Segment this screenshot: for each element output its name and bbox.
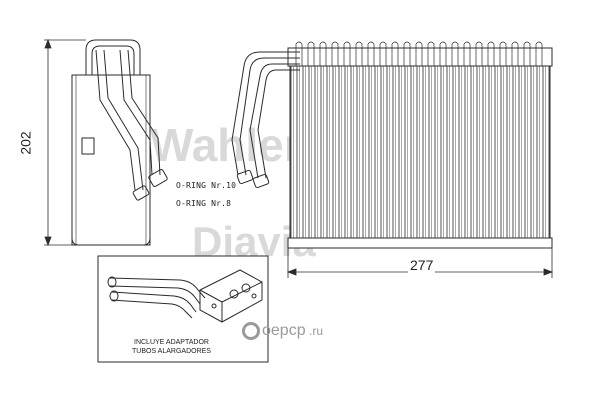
header-tube-loop: [331, 41, 339, 66]
header-tube-loop: [295, 41, 303, 66]
header-tube-loop: [319, 41, 327, 66]
header-tube-loop: [451, 41, 459, 66]
header-tube-loop: [439, 41, 447, 66]
header-tube-loop: [475, 41, 483, 66]
inset-note-line-2: TUBOS ALARGADORES: [132, 348, 211, 355]
top-tank: [287, 47, 553, 67]
oring-10-label: O-RING Nr.10: [176, 181, 237, 190]
header-tube-loop: [415, 41, 423, 66]
header-tube-loop: [499, 41, 507, 66]
header-tube-loop: [355, 41, 363, 66]
header-tube-loop: [523, 41, 531, 66]
evaporator-core: [289, 61, 551, 243]
height-label: 202: [17, 131, 34, 155]
side-pipe-outer: [85, 39, 141, 75]
front-view: [231, 41, 553, 249]
side-bracket: [81, 137, 95, 155]
side-pipe-2: [119, 49, 153, 176]
adapter-pipe-1: [109, 277, 206, 299]
bottom-tank: [287, 237, 553, 249]
header-tube-loop: [367, 41, 375, 66]
header-tube-loop: [403, 41, 411, 66]
height-dimension: [44, 38, 86, 247]
side-housing: [71, 74, 151, 246]
header-tube-loop: [307, 41, 315, 66]
side-pipe-1: [95, 49, 136, 191]
header-tube-loop: [487, 41, 495, 66]
logo-gear-icon: [242, 322, 260, 340]
width-label: 277: [408, 257, 436, 273]
header-tube-loop: [379, 41, 387, 66]
header-tube-loop: [427, 41, 435, 66]
header-tube-loop: [535, 41, 543, 66]
logo-text: oepcp: [262, 322, 306, 339]
oring-8-label: O-RING Nr.8: [176, 199, 232, 208]
adapter-block: [199, 269, 263, 323]
watermark-line-1: Wahler: [150, 119, 302, 171]
adapter-pipe-2: [111, 291, 197, 313]
adapter-inset: [97, 255, 269, 363]
adapter-port-2: [241, 283, 251, 293]
front-pipe-2: [249, 63, 300, 179]
header-tube-loop: [343, 41, 351, 66]
header-tube-loop: [463, 41, 471, 66]
header-tube-loop: [511, 41, 519, 66]
front-pipe-1: [231, 51, 300, 176]
header-tube-loop: [391, 41, 399, 66]
logo-domain: .ru: [309, 324, 324, 338]
side-view: [71, 39, 168, 246]
inset-note: INCLUYE ADAPTADOR TUBOS ALARGADORES: [132, 338, 211, 356]
adapter-port-1: [229, 289, 239, 299]
inset-note-line-1: INCLUYE ADAPTADOR: [134, 339, 209, 346]
